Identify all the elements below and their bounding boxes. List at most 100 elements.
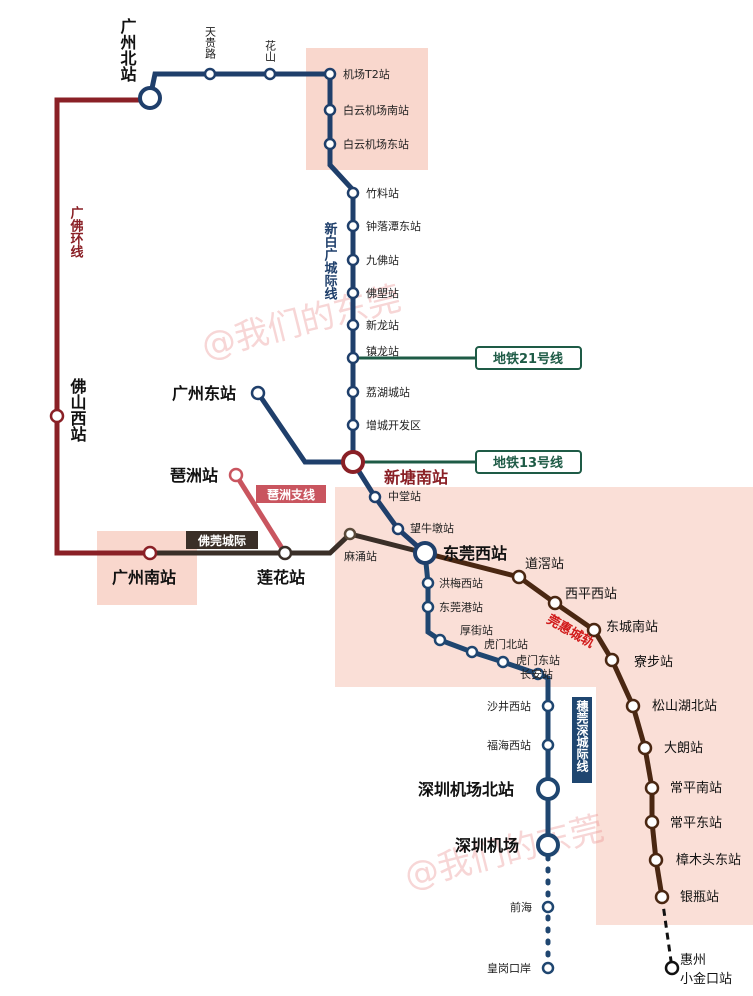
station-changan[interactable] [531,667,545,681]
line-label-pizhou: 琶洲支线 [267,487,315,502]
station-sz-airport-north[interactable] [536,777,560,801]
label-zhongtang: 中堂站 [388,489,421,503]
guangfo-ring-line [54,97,153,556]
label-zengcheng-dev: 增城开发区 [366,418,421,432]
label-dalang: 大朗站 [664,741,703,756]
station-tianguilu[interactable] [203,67,217,81]
label-machong: 麻涌站 [344,549,377,563]
station-humen-north[interactable] [465,645,479,659]
station-pizhou[interactable] [228,467,244,483]
label-zhenlong: 镇龙站 [366,344,399,358]
label-songshanhu-north: 松山湖北站 [652,699,717,714]
station-wangniudun[interactable] [391,522,405,536]
label-lianhua: 莲花站 [257,568,305,587]
station-foshan-west[interactable] [49,408,65,424]
station-yinping[interactable] [654,889,670,905]
station-dalang[interactable] [637,740,653,756]
suiguan-label-bg [572,697,592,783]
station-sz-airport[interactable] [536,833,560,857]
station-lianhua[interactable] [277,545,293,561]
label-shajing-west: 沙井西站 [487,699,531,713]
station-changping-south[interactable] [644,780,660,796]
station-humen-east[interactable] [496,655,510,669]
station-fosu[interactable] [346,286,360,300]
station-fuhai-west[interactable] [541,738,555,752]
label-fuhai-west: 福海西站 [487,738,531,752]
station-baiyun-east[interactable] [323,137,337,151]
station-zhenlong[interactable] [346,351,360,365]
zone-dongguan-lower [596,687,753,925]
station-houjie[interactable] [433,633,447,647]
label-huizhou: 惠州 [680,953,706,968]
label-guangzhou-north: 广州北站 [118,17,138,83]
zone-guangzhou-south [97,531,197,605]
station-guangzhou-south[interactable] [142,545,158,561]
station-xintang-south[interactable] [341,450,365,474]
station-huashan[interactable] [263,67,277,81]
station-lihucheng[interactable] [346,385,360,399]
label-huashan: 花山 [264,40,277,62]
zone-dongguan [335,487,753,687]
station-zhuliao[interactable] [346,186,360,200]
station-changping-east[interactable] [644,814,660,830]
station-liaobu[interactable] [604,652,620,668]
metro13-box [475,450,582,474]
foguan-line [150,531,426,556]
station-xinlong[interactable] [346,318,360,332]
label-zhuliao: 竹料站 [366,186,399,200]
station-airport-t2[interactable] [323,67,337,81]
label-dongguangang: 东莞港站 [439,600,483,614]
station-dongguan-west[interactable] [413,541,437,565]
station-dongcheng-south[interactable] [586,622,602,638]
label-liaobu: 寮步站 [634,654,673,670]
label-sz-airport-north: 深圳机场北站 [418,780,514,799]
station-dongguangang[interactable] [421,600,435,614]
label-wangniudun: 望牛墩站 [410,521,454,535]
foguan-label-bg [186,531,258,549]
label-jiufo: 九佛站 [366,253,399,267]
station-shajing-west[interactable] [541,699,555,713]
label-lihucheng: 荔湖城站 [366,385,410,399]
label-guangzhou-south: 广州南站 [112,568,176,587]
label-baiyun-east: 白云机场东站 [343,137,409,151]
label-changan: 长安站 [520,667,553,681]
label-xintang-south: 新塘南站 [384,468,448,487]
station-zhongtang[interactable] [368,490,382,504]
station-zhangmutou-east[interactable] [648,852,664,868]
station-qianhai[interactable] [541,900,555,914]
label-zhangmutou-east: 樟木头东站 [676,853,741,868]
station-huanggang[interactable] [541,961,555,975]
xinbai-line [147,71,356,462]
station-xiping-west[interactable] [547,595,563,611]
station-songshanhu-north[interactable] [625,698,641,714]
label-sz-airport: 深圳机场 [455,836,519,855]
label-tianguilu: 天贵路 [204,26,217,60]
station-baiyun-south[interactable] [323,103,337,117]
label-airport-t2: 机场T2站 [343,67,390,81]
metro21-label: 地铁21号线 [493,351,563,367]
label-guangzhou-east: 广州东站 [172,384,236,403]
label-changping-south: 常平南站 [670,780,722,796]
station-huizhou-xiaojinkou[interactable] [664,960,680,976]
label-xiping-west: 西平西站 [565,587,617,602]
station-jiufo[interactable] [346,253,360,267]
station-hongmei-west[interactable] [421,576,435,590]
label-pizhou: 琶洲站 [170,466,218,485]
station-guangzhou-east[interactable] [250,385,266,401]
line-label-suiguan: 穗莞深城际线 [575,699,589,773]
label-zhongluotan-east: 钟落潭东站 [366,219,421,233]
station-daojiao[interactable] [511,569,527,585]
station-guangzhou-north[interactable] [138,86,162,110]
xintang-dongguan-line [350,460,427,555]
station-zengcheng-dev[interactable] [346,418,360,432]
label-fosu: 佛塱站 [366,286,399,300]
label-dongcheng-south: 东城南站 [606,619,658,635]
label-dongguan-west: 东莞西站 [443,544,507,563]
station-zhongluotan-east[interactable] [346,219,360,233]
guangzhou-east-branch [255,391,353,465]
label-changping-east: 常平东站 [670,816,722,831]
station-machong[interactable] [343,527,357,541]
station-labels: 广州北站 天贵路 花山 机场T2站 白云机场南站 白云机场东站 竹料站 钟落潭东… [68,17,742,987]
